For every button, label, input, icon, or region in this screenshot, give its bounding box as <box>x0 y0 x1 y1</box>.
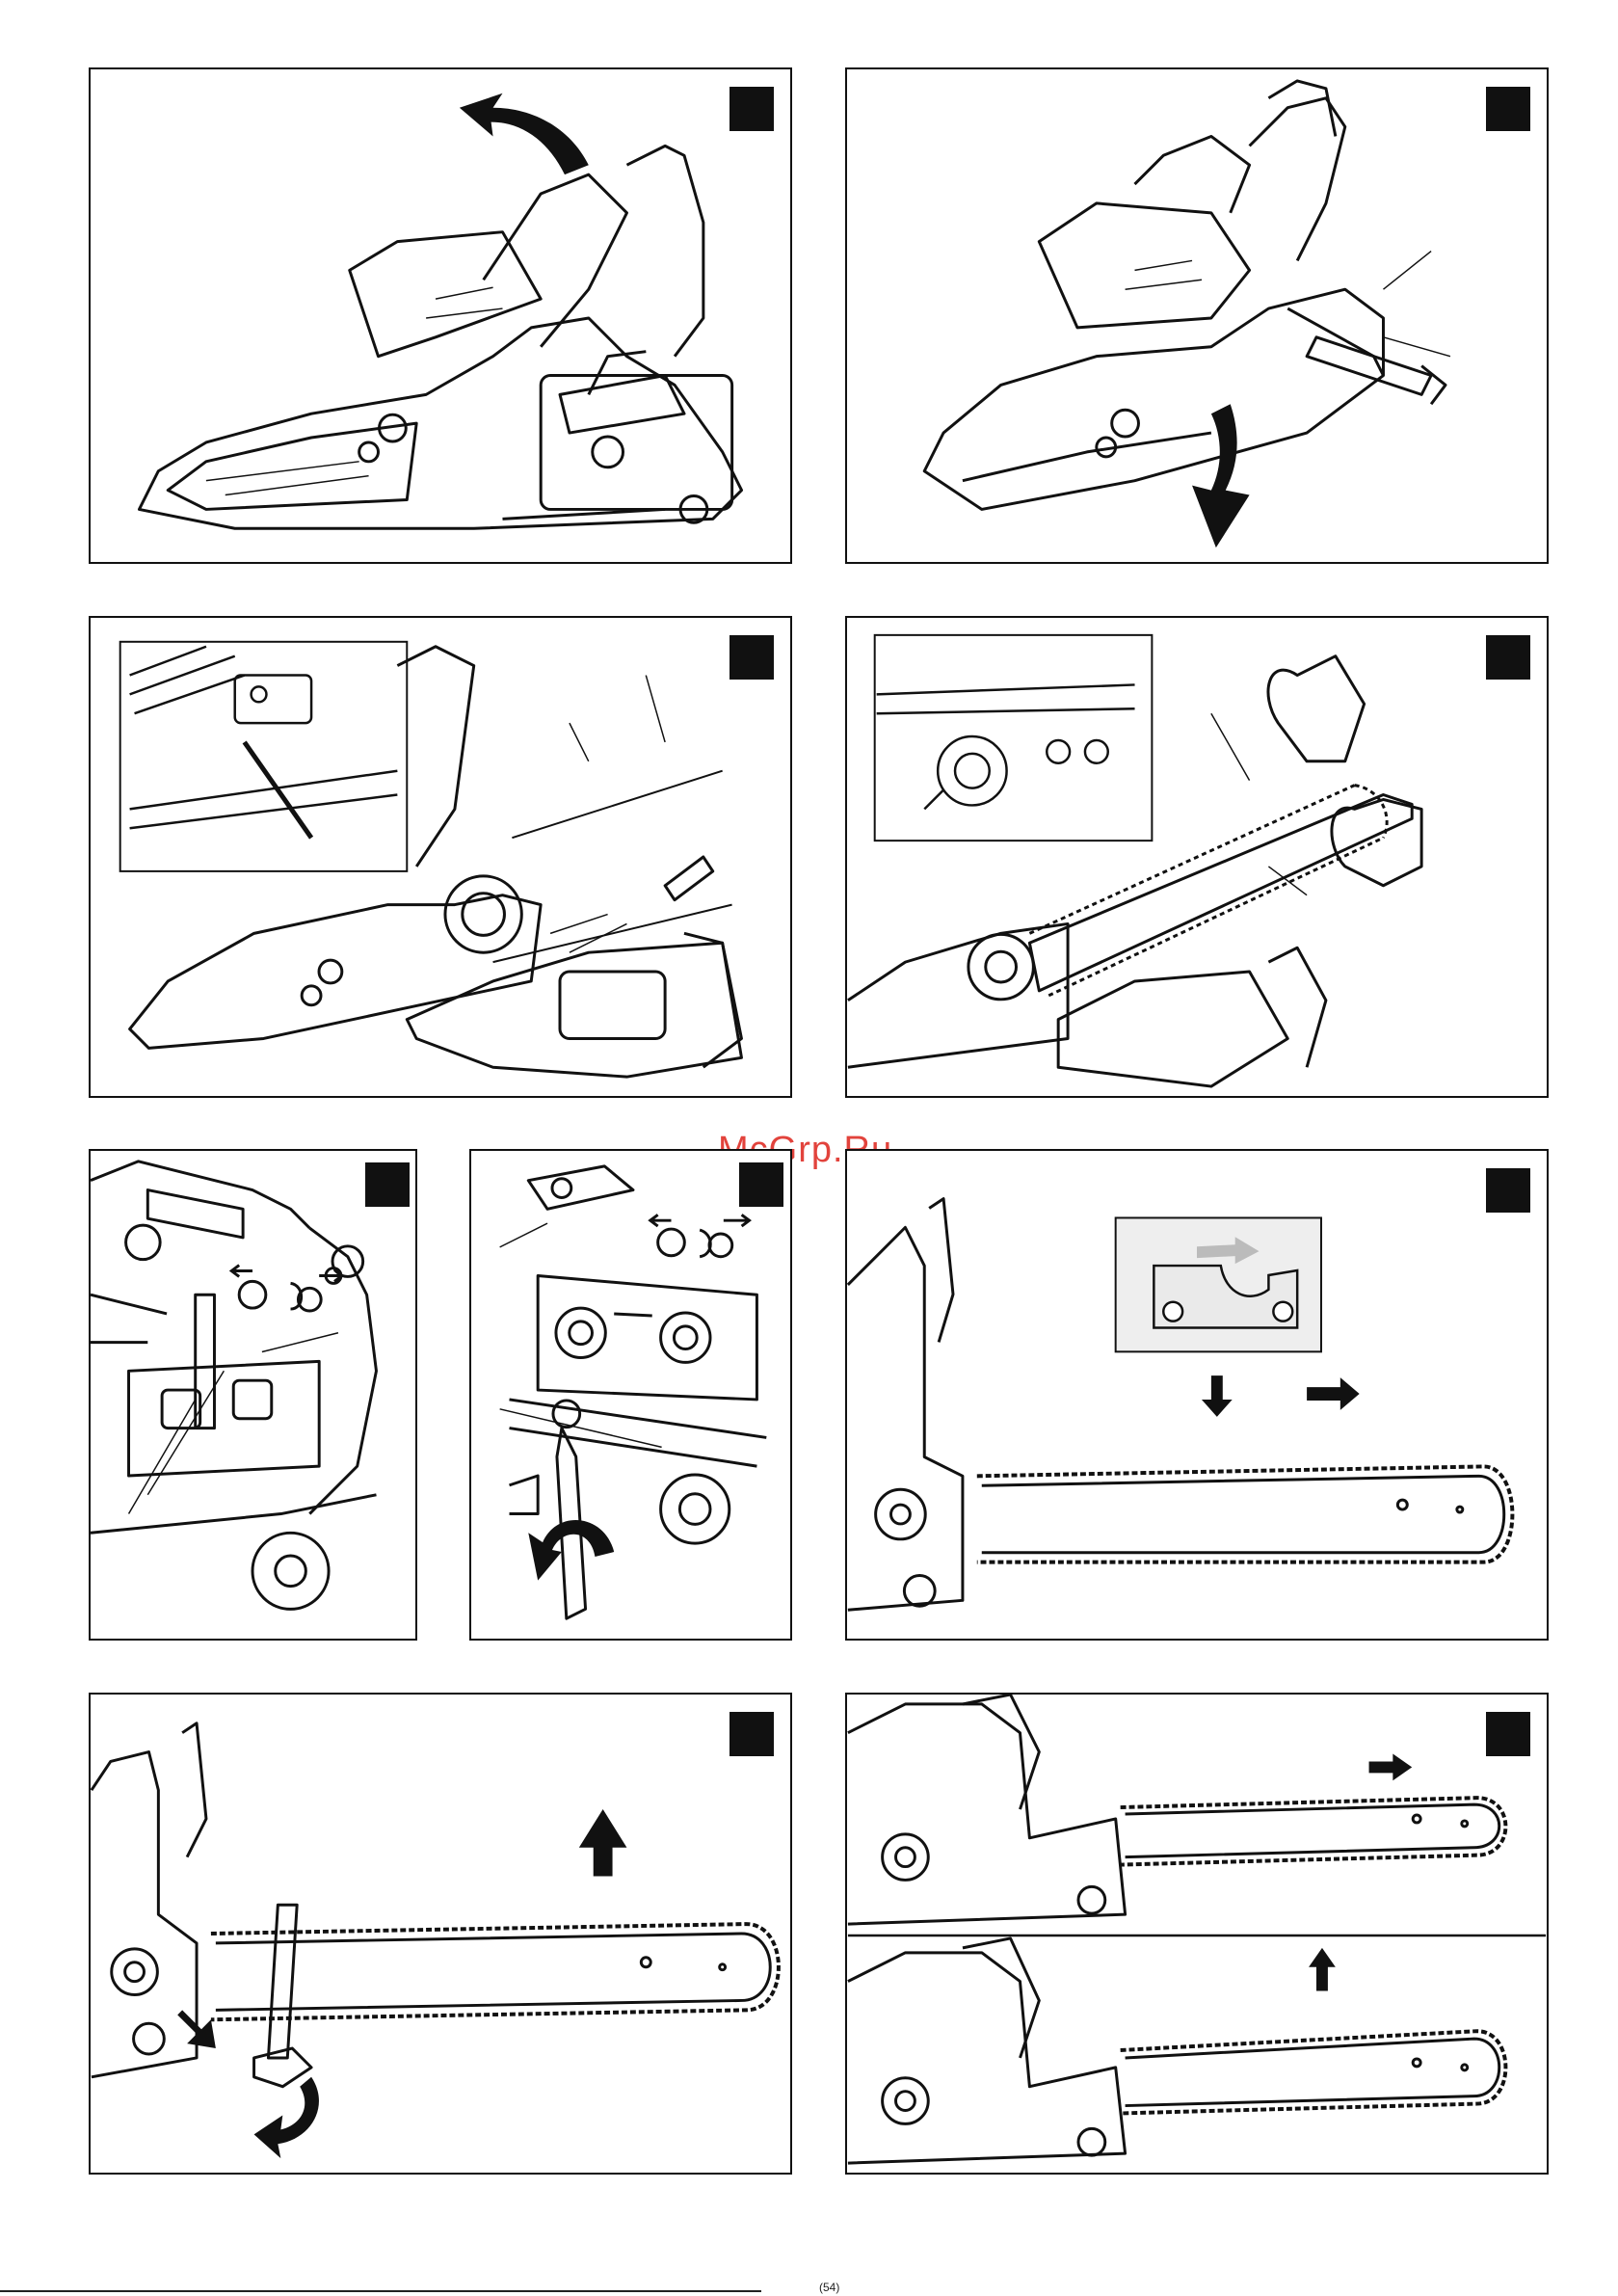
tension-screw-illustration <box>471 1151 790 1639</box>
step-badge <box>1486 1168 1530 1213</box>
tensioner-detail-illustration <box>91 1151 415 1639</box>
up-arrow-icon <box>579 1809 627 1876</box>
down-arrow-icon <box>1202 1375 1233 1417</box>
right-arrow-icon <box>1307 1377 1360 1410</box>
figure-panel-8 <box>89 1693 792 2175</box>
step-badge <box>1486 1712 1530 1756</box>
chainsaw-illustration <box>847 69 1547 562</box>
figure-panel-2 <box>845 67 1549 564</box>
step-badge <box>1486 635 1530 680</box>
footer-rule <box>0 2290 761 2292</box>
figure-panel-9 <box>845 1693 1549 2175</box>
step-badge <box>729 87 774 131</box>
tension-check-illustration <box>847 1695 1547 2173</box>
up-arrow-icon <box>1309 1948 1336 1991</box>
rotate-arrow-icon <box>528 1520 614 1581</box>
page-number: (54) <box>819 2281 839 2294</box>
rotate-arrow-icon <box>254 2077 319 2158</box>
figure-panel-3 <box>89 616 792 1098</box>
figure-panel-7 <box>845 1149 1549 1641</box>
sprocket-cover-illustration <box>91 618 790 1096</box>
chain-direction-illustration <box>847 1151 1547 1639</box>
rotate-arrow-icon <box>460 93 589 174</box>
step-badge <box>365 1162 410 1207</box>
figure-panel-1 <box>89 67 792 564</box>
step-badge <box>739 1162 783 1207</box>
figure-panel-4 <box>845 616 1549 1098</box>
detail-inset <box>875 635 1153 841</box>
fit-chain-illustration <box>847 618 1547 1096</box>
chainsaw-illustration <box>91 69 790 562</box>
lift-bar-illustration <box>91 1695 790 2173</box>
figure-panel-6 <box>469 1149 792 1641</box>
step-badge <box>729 635 774 680</box>
step-badge <box>729 1712 774 1756</box>
step-badge <box>1486 87 1530 131</box>
direction-symbols-icon <box>650 1215 750 1256</box>
figure-panel-5 <box>89 1149 417 1641</box>
right-arrow-icon <box>1369 1754 1413 1781</box>
down-arrow-icon <box>1192 404 1250 547</box>
